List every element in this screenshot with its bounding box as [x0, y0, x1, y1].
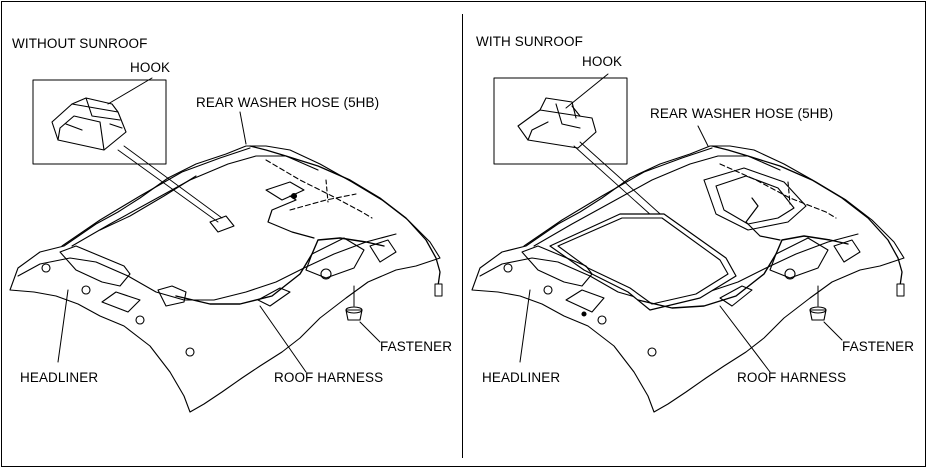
left-roof-harness [175, 237, 385, 305]
left-rear-washer-hose [249, 145, 441, 287]
right-hook-inset [493, 77, 628, 165]
left-fastener-label: FASTENER [380, 339, 453, 354]
right-hook-icon [517, 97, 597, 149]
right-roof-harness-label: ROOF HARNESS [737, 370, 847, 385]
right-panel-title: WITH SUNROOF [476, 34, 583, 49]
right-sunroof-panel [549, 213, 737, 311]
right-rear-washer-hose [711, 145, 903, 287]
right-roof-harness [637, 235, 849, 309]
right-hook-label: HOOK [582, 54, 623, 69]
left-fastener-icon [345, 285, 363, 321]
right-fastener-icon [809, 285, 827, 321]
left-illustration [9, 77, 443, 413]
left-roof-harness-label: ROOF HARNESS [274, 370, 384, 385]
left-hook-icon [51, 97, 127, 151]
panel-divider [462, 14, 463, 458]
left-hook-label: HOOK [130, 60, 171, 75]
left-headliner-outline [9, 145, 441, 413]
right-rear-washer-hose-label: REAR WASHER HOSE (5HB) [650, 106, 834, 121]
left-headliner-label: HEADLINER [20, 370, 99, 385]
right-illustration [471, 73, 905, 413]
right-headliner-outline [471, 145, 905, 413]
left-rear-washer-hose-label: REAR WASHER HOSE (5HB) [196, 95, 380, 110]
left-hook-inset [32, 79, 167, 165]
right-fastener-label: FASTENER [842, 339, 915, 354]
left-panel-title: WITHOUT SUNROOF [12, 36, 148, 51]
right-headliner-label: HEADLINER [482, 370, 561, 385]
